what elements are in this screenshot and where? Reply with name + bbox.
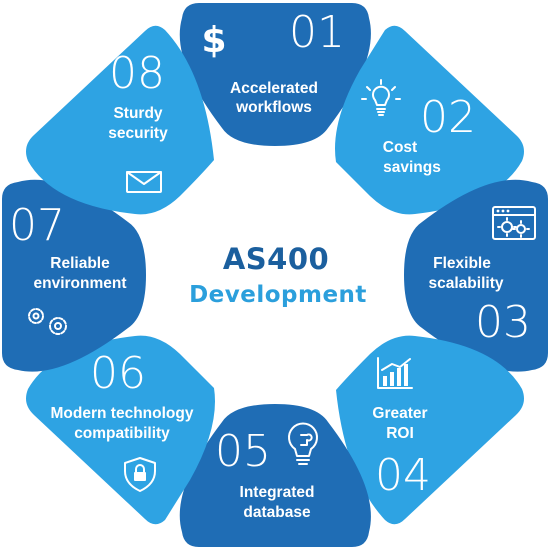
segment-08-number: 08 [109,48,165,99]
segment-04-label-line-1: Greater [372,405,427,422]
segment-03: Flexible scalability 03 [404,179,548,372]
gears-icon [28,308,67,335]
segment-07-label-line-2: environment [33,275,126,292]
center-title: AS400 Development [189,242,367,308]
segment-06-label-line-1: Modern technology [51,405,194,422]
segment-07: 07 Reliable environment [2,179,146,372]
segment-02-label-line-1: Cost [383,139,417,156]
segment-02-number: 02 [420,92,476,143]
envelope-icon [126,171,162,193]
svg-text:$: $ [201,20,226,61]
shield-lock-icon [124,457,156,492]
segment-02: 02 Cost savings [335,25,524,215]
title-line-2: Development [189,282,367,308]
segment-06-number: 06 [90,348,146,399]
segment-01-label-line-1: Accelerated [230,80,318,97]
segment-01-label-line-2: workflows [235,99,312,116]
dollar-icon: $ [201,20,226,61]
segment-07-label-line-1: Reliable [50,255,110,272]
puzzle-bulb-icon [288,422,318,465]
segment-03-label-line-1: Flexible [433,255,491,272]
segment-08-label-line-1: Sturdy [113,105,162,122]
segment-07-number: 07 [9,200,65,251]
segment-03-number: 03 [475,297,531,348]
segment-01: $ 01 Accelerated workflows [179,3,371,146]
segment-02-label-line-2: savings [383,159,441,176]
segment-06-shape [26,335,215,525]
segment-04-number: 04 [375,450,431,501]
browser-gears-icon [492,206,536,240]
segment-08: 08 Sturdy security [26,25,214,215]
segment-08-label-line-2: security [108,125,168,142]
segment-05-shape [179,404,371,547]
segment-01-number: 01 [289,7,345,58]
segment-06: 06 Modern technology compatibility [26,335,215,525]
lightbulb-icon [361,79,401,116]
segment-04-label-line-2: ROI [386,425,414,442]
segment-05-label-line-1: Integrated [240,484,315,501]
segment-06-label-line-2: compatibility [74,425,170,442]
segment-01-shape [179,3,371,146]
segment-08-shape [26,25,214,215]
bar-chart-icon [377,357,413,389]
segment-05-label-line-2: database [243,504,311,521]
segment-05: 05 Integrated database [179,404,371,547]
title-line-1: AS400 [223,242,329,276]
segment-04: Greater ROI 04 [336,335,524,525]
segment-05-number: 05 [215,426,271,477]
segment-03-label-line-2: scalability [429,275,504,292]
segment-02-shape [335,25,524,215]
